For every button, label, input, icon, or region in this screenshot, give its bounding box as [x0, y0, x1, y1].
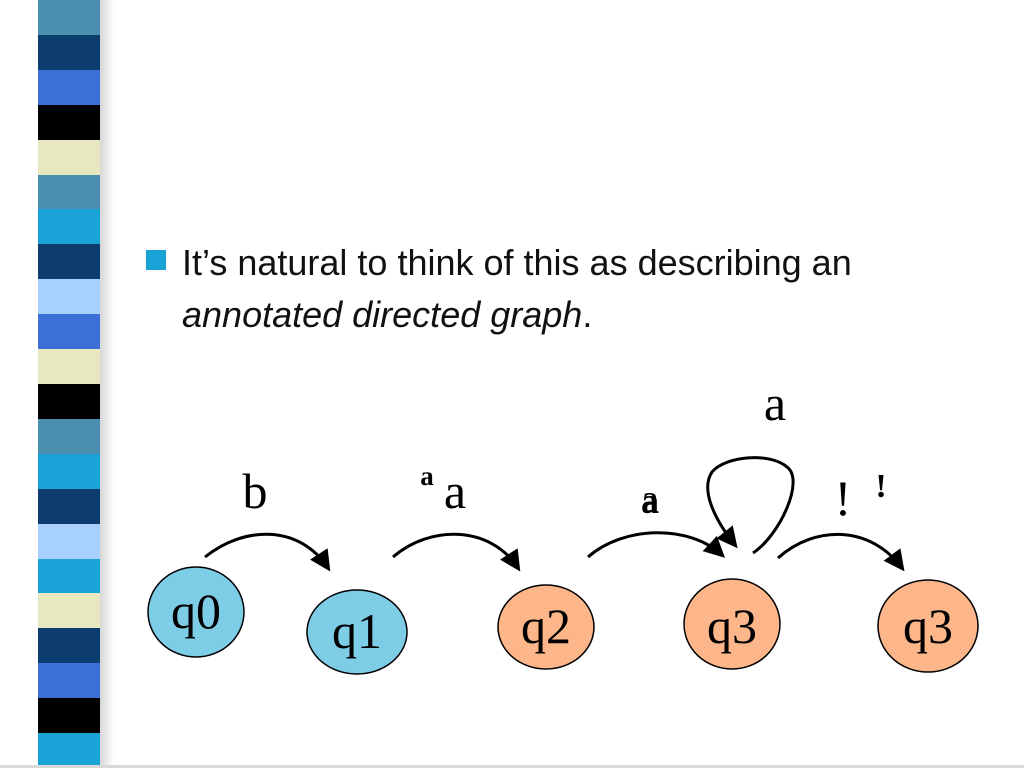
node-q2-label: q2: [521, 598, 571, 654]
stripe-band: [38, 314, 100, 350]
node-q0: [147, 566, 245, 658]
stripe-band: [38, 69, 100, 105]
stripe-band: [38, 104, 100, 140]
self-loop-q3: [706, 456, 795, 555]
stripe-band: [38, 174, 100, 210]
edge-label-a: a: [444, 463, 466, 519]
node-q1: [306, 589, 408, 675]
loop-label-a: a: [764, 375, 786, 431]
edge-label-b: b: [243, 463, 268, 519]
stripe-band: [38, 523, 100, 559]
bullet-text-start: It’s natural to think of this as describ…: [182, 242, 852, 283]
edge-q3-q3: [777, 532, 905, 572]
bullet-text-end: .: [582, 294, 593, 335]
stripe-band: [38, 383, 100, 419]
node-q3-label: q3: [707, 598, 757, 654]
bullet-text: It’s natural to think of this as describ…: [182, 237, 1006, 341]
node-q3: [683, 578, 781, 670]
stripe-band: [38, 628, 100, 664]
bullet-emphasis: annotated directed graph: [182, 294, 583, 335]
square-bullet-icon: [146, 250, 166, 270]
edge-label-a-q2-q3: a: [641, 476, 659, 521]
stripe-band: [38, 488, 100, 524]
stripe-band: [38, 34, 100, 70]
stripe-band: [38, 209, 100, 245]
edge-label-exclaim-extra: !: [875, 468, 886, 505]
stripe-band: [38, 453, 100, 489]
stripe-band: [38, 0, 100, 35]
stripe-band: [38, 558, 100, 594]
stripe-band: [38, 349, 100, 384]
edge-q1-q2: [392, 532, 521, 572]
stripe-band: [38, 733, 100, 768]
edge-label-exclaim: !: [835, 470, 852, 526]
stripe-band: [38, 698, 100, 734]
bullet-point: It’s natural to think of this as describ…: [146, 237, 1006, 341]
edge-label-a-q2-q3-bold: a: [641, 481, 659, 521]
node-q0-label: q0: [171, 583, 221, 639]
bottom-rule: [0, 765, 1024, 768]
decorative-stripe: [38, 0, 100, 768]
stripe-band: [38, 279, 100, 315]
stripe-band: [38, 418, 100, 454]
node-q2: [497, 584, 595, 670]
stripe-shadow: [100, 0, 114, 768]
edge-q2-q3: [587, 531, 726, 559]
node-q3-second: [877, 579, 979, 673]
edge-label-a-small: a: [420, 461, 434, 491]
node-q3-second-label: q3: [903, 598, 953, 654]
stripe-band: [38, 139, 100, 175]
edge-q0-q1: [204, 532, 331, 572]
stripe-band: [38, 244, 100, 280]
stripe-band: [38, 663, 100, 699]
node-q1-label: q1: [332, 603, 382, 659]
stripe-band: [38, 593, 100, 629]
